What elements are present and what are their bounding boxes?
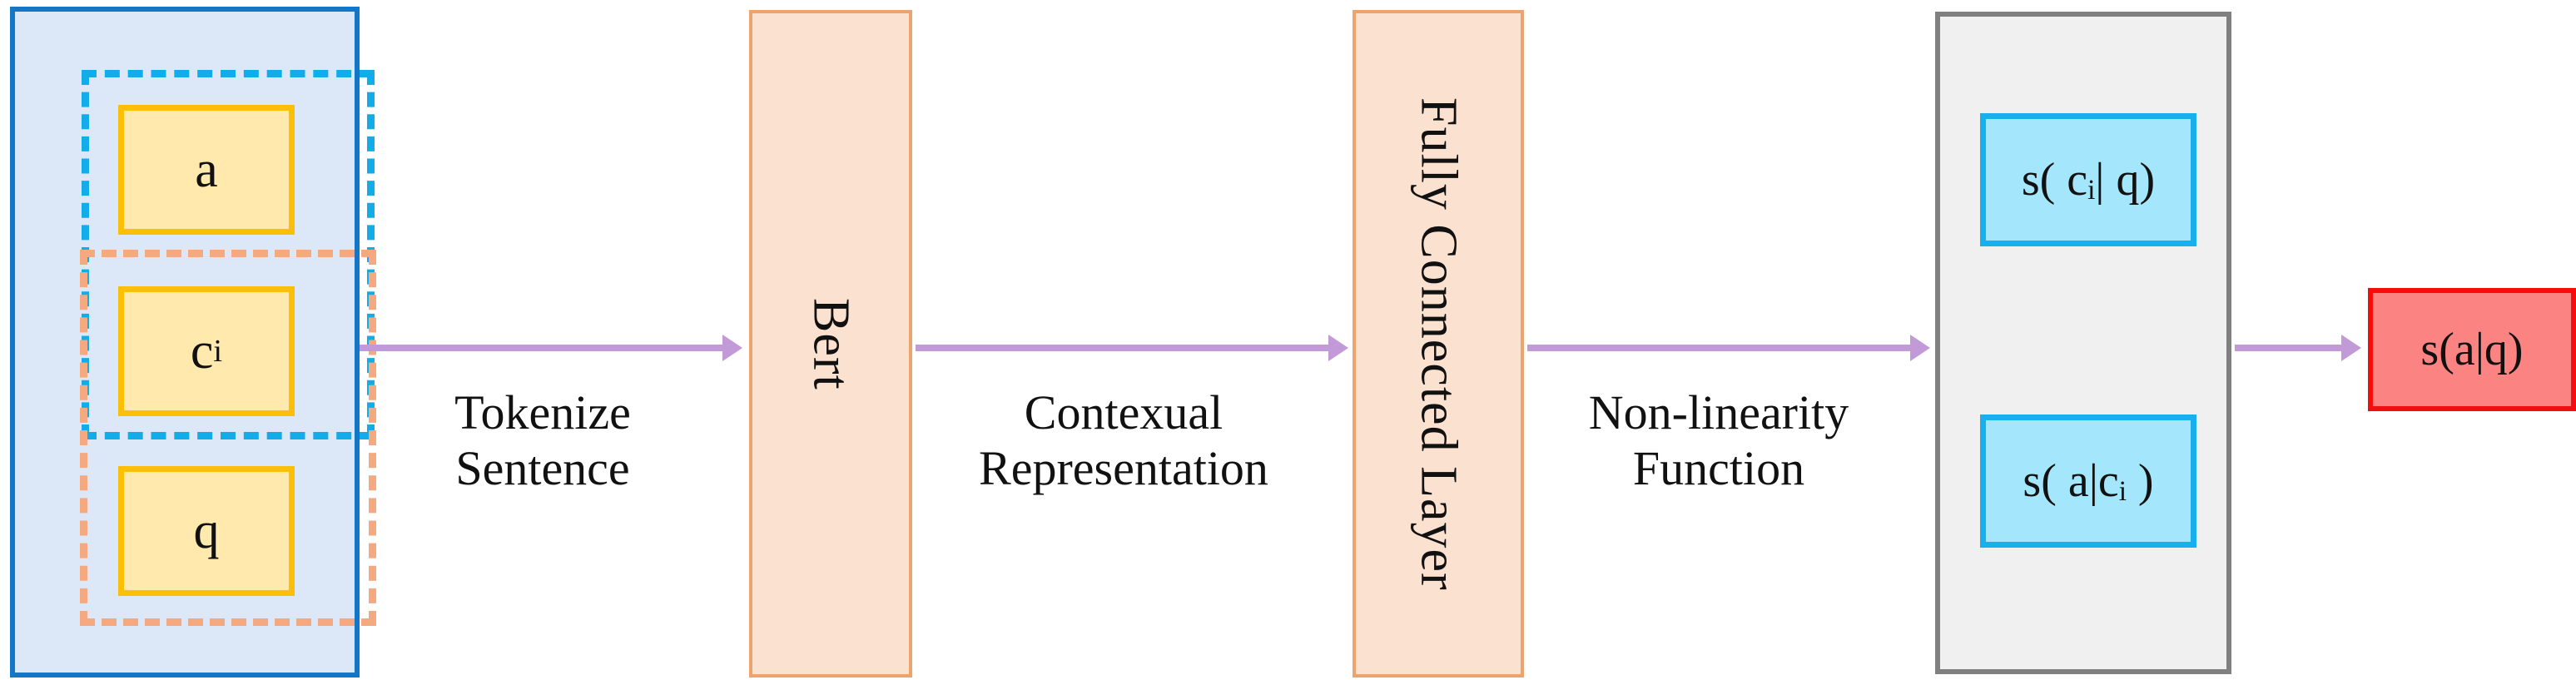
arrow-tokenize [360,335,742,361]
edge-label-tokenize-line1: Tokenize [454,385,631,439]
token-question-label: q [193,503,220,559]
token-question: q [118,466,295,596]
score-box-ci-given-q: s( cᵢ| q) [1980,113,2196,246]
edge-label-contextual-line2: Representation [979,441,1268,496]
edge-label-contextual: Contexual Representation [882,385,1365,497]
score-box-a-given-ci: s( a|cᵢ ) [1980,414,2196,548]
token-context-subscript: i [213,333,223,369]
final-score-box: s(a|q) [2368,288,2576,411]
final-score-label: s(a|q) [2420,324,2524,375]
arrow-contextual-representation [916,335,1348,361]
token-answer: a [118,105,295,235]
module-bert-label: Bert [802,297,860,390]
edge-label-non-linearity-line1: Non-linearity [1588,385,1849,439]
edge-label-tokenize: Tokenize Sentence [360,385,726,497]
edge-label-tokenize-line2: Sentence [455,441,630,496]
edge-label-contextual-line1: Contexual [1024,385,1223,439]
token-context-label: c [190,323,214,380]
edge-label-non-linearity-line2: Function [1632,441,1805,496]
score-panel: s( cᵢ| q) s( a|cᵢ ) [1935,12,2231,674]
module-bert: Bert [749,10,912,678]
orange-dashed-group [80,250,376,626]
token-answer-label: a [195,141,218,198]
arrow-final-score [2235,335,2361,361]
module-fully-connected-layer: Fully Connected Layer [1353,10,1524,678]
score-box-ci-given-q-label: s( cᵢ| q) [2021,154,2156,206]
arrow-non-linearity [1527,335,1930,361]
edge-label-non-linearity: Non-linearity Function [1523,385,1914,497]
score-box-a-given-ci-label: s( a|cᵢ ) [2023,455,2154,507]
module-fully-connected-layer-label: Fully Connected Layer [1410,97,1467,591]
